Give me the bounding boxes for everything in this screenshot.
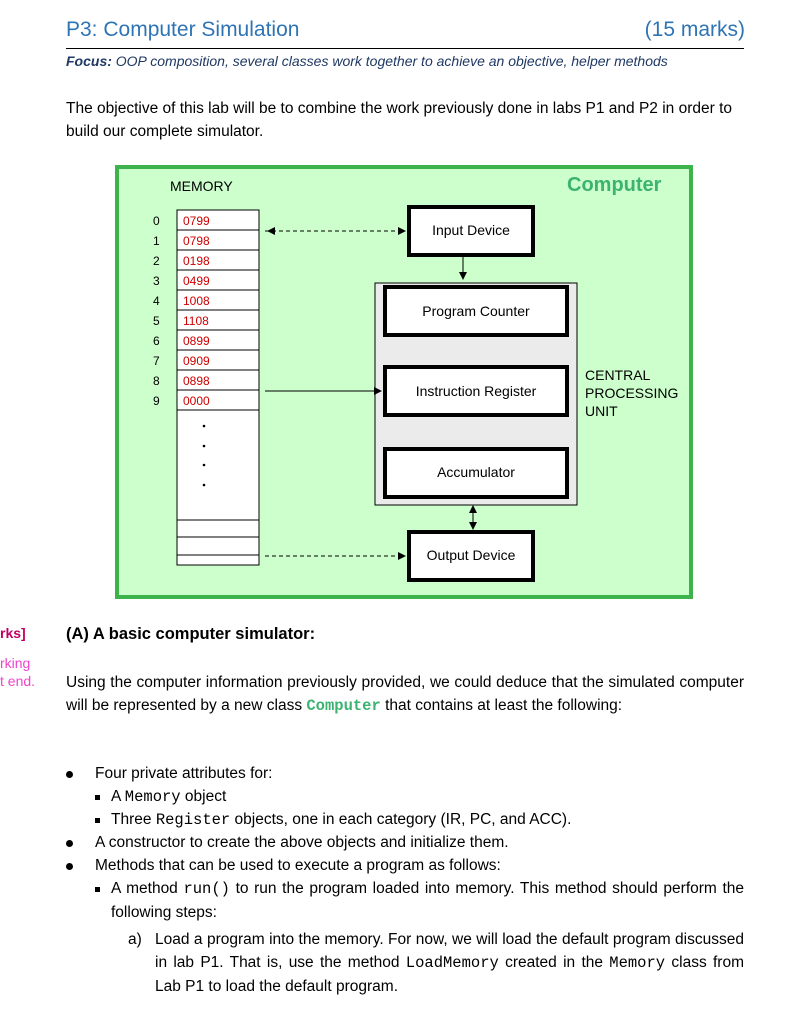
memory-cell-value: 0198	[183, 254, 210, 268]
memory-cell-value: 0499	[183, 274, 210, 288]
program-counter-box	[383, 285, 569, 337]
memory-cell-value: 0898	[183, 374, 210, 388]
focus-label: Focus:	[66, 53, 112, 69]
memory-address: 9	[153, 394, 160, 408]
memory-address: 2	[153, 254, 160, 268]
computer-label: Computer	[567, 174, 662, 196]
memory-cell-value: 0909	[183, 354, 210, 368]
text: objects, one in each category (IR, PC, a…	[230, 811, 572, 828]
margin-note-1: rks]	[0, 625, 26, 641]
margin-note-3: t end.	[0, 673, 36, 689]
computer-class-code: Computer	[306, 697, 381, 715]
memory-address: 0	[153, 214, 160, 228]
bullet-dot	[66, 771, 73, 778]
step-a-text: Load a program into the memory. For now,…	[155, 928, 744, 998]
instruction-register-box	[383, 365, 569, 417]
marks-label: (15 marks)	[644, 18, 745, 41]
bullet-square	[95, 818, 100, 823]
memory-address: 1	[153, 234, 160, 248]
memory-cell-value: 0799	[183, 214, 210, 228]
memory-rows: 0799 0798 0198 0499 1008 1108 0899 0909 0898 0000	[177, 214, 259, 411]
bullet-run-method: A method run() to run the program loaded…	[111, 877, 744, 924]
focus-text: OOP composition, several classes work to…	[111, 53, 668, 69]
section-para-text-1: Using the computer information previousl…	[66, 674, 744, 714]
memory-address: 7	[153, 354, 160, 368]
text: to run the program loaded into memory. T…	[111, 880, 745, 921]
memory-column	[176, 209, 260, 566]
memory-address: 6	[153, 334, 160, 348]
memory-code: Memory	[609, 954, 666, 972]
memory-cell-value: 1008	[183, 294, 210, 308]
bullet-square	[95, 795, 100, 800]
memory-cell-value: 0000	[183, 394, 210, 408]
memory-cell-value: 1108	[183, 314, 209, 328]
bullet-register-objects: Three Register objects, one in each cate…	[111, 808, 571, 832]
accumulator-label: Accumulator	[437, 464, 515, 480]
memory-address: 4	[153, 294, 160, 308]
input-device-label: Input Device	[432, 222, 510, 238]
page-title: P3: Computer Simulation	[66, 18, 300, 41]
accumulator-box	[383, 447, 569, 499]
intro-paragraph: The objective of this lab will be to com…	[66, 100, 733, 140]
text: object	[180, 788, 227, 805]
memory-address: 5	[153, 314, 160, 328]
register-code: Register	[155, 811, 231, 829]
memory-label: MEMORY	[170, 178, 233, 194]
section-para-text-2: that contains at least the following:	[380, 697, 623, 714]
output-device-box	[407, 530, 535, 582]
step-a-label: a)	[128, 931, 142, 948]
text: Load a program into the memory. For now,…	[155, 931, 744, 971]
output-device-label: Output Device	[427, 547, 516, 563]
memory-address: 8	[153, 374, 160, 388]
bullet-dot	[66, 863, 73, 870]
arrowhead-up	[469, 505, 477, 513]
bullet-methods: Methods that can be used to execute a pr…	[95, 857, 501, 874]
cpu-label-line2: PROCESSING	[585, 385, 678, 401]
focus-line: Focus: OOP composition, several classes …	[66, 53, 668, 69]
memory-address: 3	[153, 274, 160, 288]
bullet-constructor: A constructor to create the above object…	[95, 834, 509, 851]
instruction-register-label: Instruction Register	[416, 383, 537, 399]
arrowhead-left	[267, 227, 275, 235]
text: Three	[111, 811, 156, 828]
cpu-label-line3: UNIT	[585, 403, 618, 419]
computer-diagram: MEMORY Computer 079907980198049910081108…	[115, 165, 693, 599]
memory-cell-value: 0899	[183, 334, 210, 348]
bullet-square	[95, 887, 100, 892]
text: created in the	[498, 954, 610, 971]
loadmemory-code: LoadMemory	[405, 954, 499, 972]
address-column: 0 1 2 3 4 5 6 7 8 9	[153, 214, 160, 408]
text: A method	[111, 880, 184, 897]
margin-note-2: rking	[0, 655, 31, 671]
bullet-attributes: Four private attributes for:	[95, 765, 273, 782]
text: A	[111, 788, 125, 805]
cpu-label-line1: CENTRAL	[585, 367, 651, 383]
header-rule	[66, 48, 744, 49]
run-code: run()	[183, 880, 230, 898]
section-paragraph: Using the computer information previousl…	[66, 671, 744, 718]
input-device-box	[407, 205, 535, 257]
memory-code: Memory	[124, 788, 181, 806]
text: class from Lab P1 to load the default pr…	[155, 954, 744, 995]
section-heading: (A) A basic computer simulator:	[66, 625, 316, 643]
bullet-dot	[66, 840, 73, 847]
memory-cell-value: 0798	[183, 234, 210, 248]
memory-ellipsis	[202, 424, 206, 487]
bullet-memory-object: A Memory object	[111, 785, 226, 809]
program-counter-label: Program Counter	[422, 303, 530, 319]
